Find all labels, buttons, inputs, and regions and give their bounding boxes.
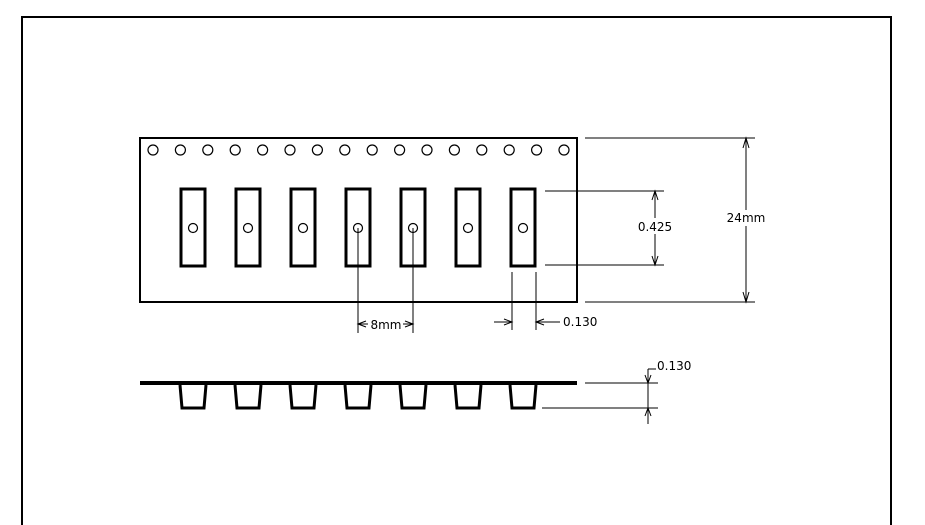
sprocket-hole [448,144,460,156]
tape-body-side-view [140,381,577,385]
side-pocket [508,384,538,410]
sprocket-hole [174,144,186,156]
pocket-hole [517,222,529,234]
pocket-hole [297,222,309,234]
side-pocket [343,384,373,410]
side-pocket [398,384,428,410]
pocket [289,187,317,268]
pocket [454,187,482,268]
sprocket-hole [202,144,214,156]
pitch-dimension-label: 8mm [370,318,401,332]
sprocket-hole [366,144,378,156]
pocket [179,187,207,268]
pitch-dimension [356,228,415,333]
side-pocket-row [178,384,538,410]
pocket [509,187,537,268]
pocket [234,187,262,268]
sprocket-hole [229,144,241,156]
height-dimension-label: 24mm [727,211,766,225]
sprocket-hole [530,144,543,156]
sprocket-hole [503,144,515,156]
pocket-depth-dimension-label: 0.130 [657,359,691,373]
pocket-depth-dimension [542,368,658,424]
sprocket-hole [394,144,406,156]
height-dimension [585,136,755,304]
pocket-length-dimension [545,189,664,267]
pocket-width-dimension-label: 0.130 [563,315,597,329]
pocket-width-dimension [494,272,560,330]
drawing-frame [21,16,892,525]
sprocket-hole [311,144,323,156]
sprocket-hole [421,144,433,156]
pocket-length-dimension-label: 0.425 [638,220,672,234]
pocket-hole [462,222,474,234]
pocket-hole [242,222,254,234]
sprocket-hole [147,144,159,156]
side-pocket [453,384,483,410]
sprocket-hole [339,144,351,156]
sprocket-hole [558,144,570,156]
sprocket-hole [476,144,488,156]
pocket-row [179,187,537,268]
sprocket-hole-row [147,144,570,156]
pocket-hole [187,222,199,234]
side-pocket [233,384,263,410]
side-pocket [288,384,318,410]
sprocket-hole [284,144,296,156]
side-pocket [178,384,208,410]
sprocket-hole [257,144,269,156]
